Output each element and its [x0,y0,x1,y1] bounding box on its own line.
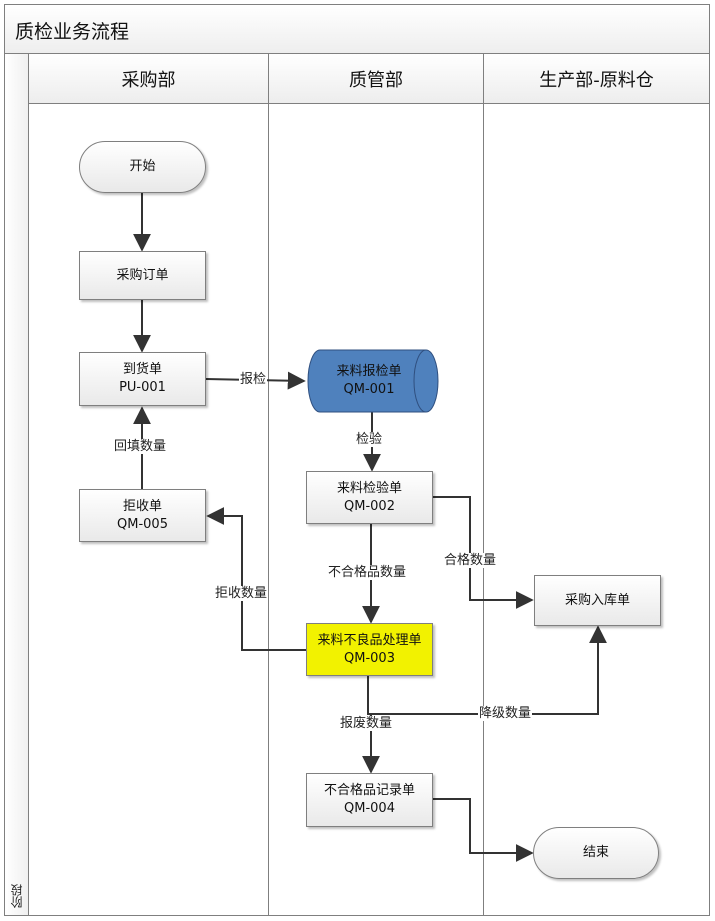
warehouse-in-label: 采购入库单 [564,592,630,608]
nonconform-record-name: 不合格品记录单 [323,783,415,798]
arrival-note-node[interactable]: 到货单 PU-001 [79,352,206,406]
edge-label-downgrade-qty: 降级数量 [478,706,533,721]
nonconform-record-code: QM-004 [344,801,395,816]
inspection-code: QM-002 [344,498,395,514]
lane-header-production: 生产部-原料仓 [483,53,710,104]
lane-header-purchasing: 采购部 [28,53,269,104]
edge-label-reject-qty: 拒收数量 [214,586,269,601]
edge-label-defect-qty: 不合格品数量 [327,565,408,580]
lane-label-purchasing: 采购部 [121,69,176,91]
defect-handling-name: 来料不良品处理单 [317,632,422,648]
inspect-request-node[interactable]: 来料报检单 QM-001 [308,351,430,411]
reject-note-name: 拒收单 [122,498,162,514]
arrival-note-code: PU-001 [119,380,166,395]
nonconform-record-node[interactable]: 不合格品记录单 QM-004 [306,773,433,827]
end-node[interactable]: 结束 [533,827,659,879]
reject-note-node[interactable]: 拒收单 QM-005 [79,489,206,542]
edge-label-backfill-qty: 回填数量 [113,439,168,454]
edge-defect-to-reject [206,507,306,651]
edge-label-scrap-qty: 报废数量 [339,716,394,731]
purchase-order-label: 采购订单 [116,267,169,283]
lane-label-production: 生产部-原料仓 [539,69,654,91]
start-node-label: 开始 [129,159,156,174]
purchase-order-node[interactable]: 采购订单 [79,251,206,300]
start-node[interactable]: 开始 [79,141,206,193]
page-title: 质检业务流程 [15,21,130,43]
edge-record-to-end [433,798,534,862]
edge-inspect-to-warehouse [433,496,534,609]
arrival-note-name: 到货单 [122,362,162,377]
edge-label-report-inspect: 报检 [239,372,268,387]
inspect-request-name: 来料报检单 [336,364,402,379]
defect-handling-code: QM-003 [344,650,395,666]
lane-purchasing [28,103,269,916]
lane-quality [268,103,484,916]
lane-header-quality: 质管部 [268,53,484,104]
edge-label-pass-qty: 合格数量 [443,553,498,568]
reject-note-code: QM-005 [117,516,168,532]
stage-column [4,53,29,916]
defect-handling-node[interactable]: 来料不良品处理单 QM-003 [306,623,433,676]
inspection-node[interactable]: 来料检验单 QM-002 [306,471,433,524]
inspect-request-shape [307,349,439,413]
lane-label-quality: 质管部 [349,69,403,91]
inspect-request-code: QM-001 [343,382,395,397]
inspection-name: 来料检验单 [336,480,402,496]
warehouse-in-node[interactable]: 采购入库单 [534,575,661,626]
edge-label-inspect: 检验 [355,432,384,447]
end-node-label: 结束 [582,845,609,860]
